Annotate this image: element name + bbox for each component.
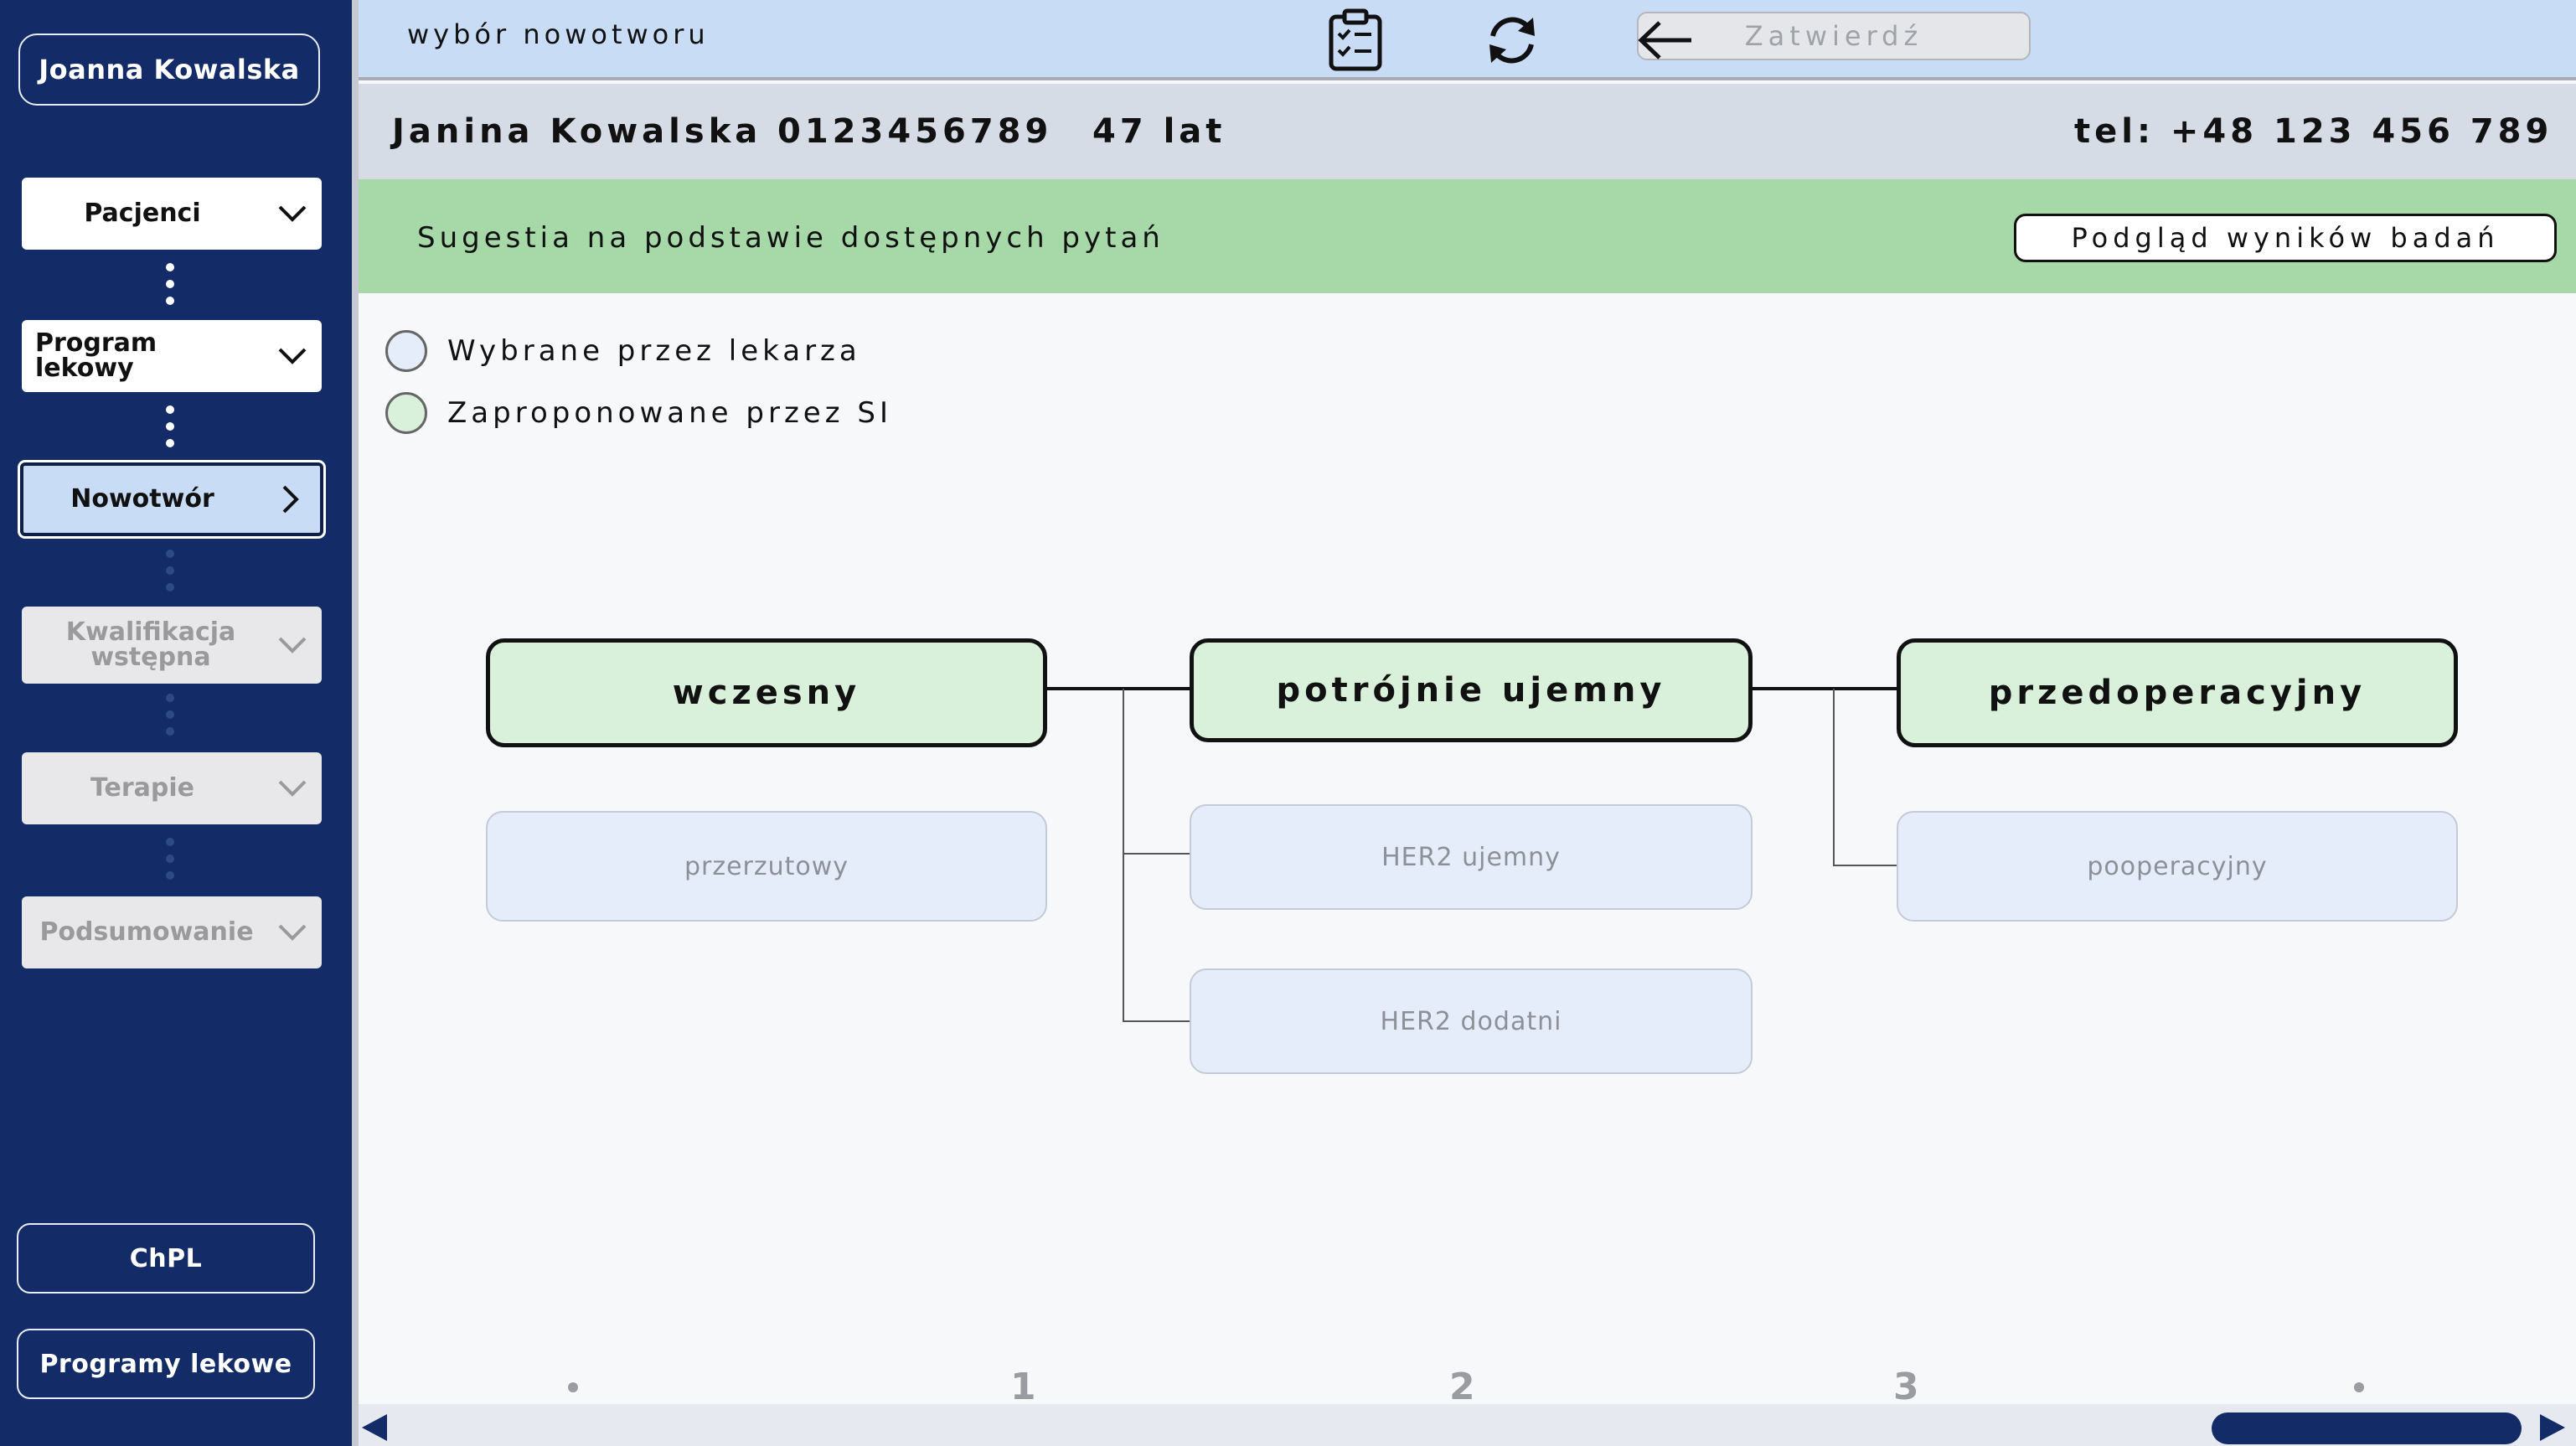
sidebar-item-label: Pacjenci bbox=[84, 199, 201, 228]
legend-label: Wybrane przez lekarza bbox=[447, 334, 861, 368]
view-results-button[interactable]: Podgląd wyników badań bbox=[2014, 214, 2557, 262]
sidebar-item-summary[interactable]: Podsumowanie bbox=[22, 896, 322, 968]
chpl-button[interactable]: ChPL bbox=[17, 1223, 315, 1294]
branch-line bbox=[1833, 689, 1835, 866]
legend-swatch bbox=[385, 330, 427, 372]
suggestion-bar: Sugestia na podstawie dostępnych pytań P… bbox=[359, 179, 2576, 293]
patient-id: 0123456789 bbox=[777, 112, 1053, 151]
scroll-left-icon[interactable] bbox=[362, 1414, 387, 1441]
tree-option-metastatic[interactable]: przerzutowy bbox=[486, 811, 1047, 922]
branch-line bbox=[1123, 1020, 1193, 1022]
user-account-button[interactable]: Joanna Kowalska bbox=[18, 34, 320, 106]
tree-option-postoperative[interactable]: pooperacyjny bbox=[1897, 811, 2458, 922]
page-dot[interactable] bbox=[568, 1382, 578, 1392]
connector-line bbox=[1045, 687, 1191, 690]
sidebar-item-cancer[interactable]: Nowotwór bbox=[18, 460, 326, 539]
chevron-down-icon bbox=[263, 178, 322, 250]
chevron-down-icon bbox=[263, 896, 322, 968]
top-bar: wybór nowotworu Zatwierdź bbox=[359, 0, 2576, 80]
step-connector bbox=[166, 405, 174, 447]
sidebar-item-patients[interactable]: Pacjenci bbox=[22, 178, 322, 250]
refresh-icon[interactable] bbox=[1479, 7, 1546, 74]
patient-phone: tel: +48 123 456 789 bbox=[2074, 112, 2553, 151]
step-connector bbox=[166, 694, 174, 736]
page-step-1[interactable]: 1 bbox=[1010, 1366, 1036, 1408]
sidebar-item-drug-program[interactable]: Program lekowy bbox=[22, 320, 322, 392]
sidebar-item-qualification[interactable]: Kwalifikacja wstępna bbox=[22, 607, 322, 684]
chevron-down-icon bbox=[263, 752, 322, 824]
legend-label: Zaproponowane przez SI bbox=[447, 396, 892, 430]
tree-node-early[interactable]: wczesny bbox=[486, 638, 1047, 747]
step-connector bbox=[166, 550, 174, 591]
sidebar-divider bbox=[352, 0, 359, 1446]
page-step-3[interactable]: 3 bbox=[1893, 1366, 1919, 1408]
scrollbar-thumb[interactable] bbox=[2212, 1412, 2522, 1444]
tree-node-preoperative[interactable]: przedoperacyjny bbox=[1897, 638, 2458, 747]
page-dot[interactable] bbox=[2354, 1382, 2364, 1392]
page-step-2[interactable]: 2 bbox=[1449, 1366, 1475, 1408]
sidebar-item-label: Kwalifikacja wstępna bbox=[65, 617, 236, 672]
branch-line bbox=[1833, 865, 1898, 866]
step-connector bbox=[166, 263, 174, 305]
chevron-down-icon bbox=[263, 320, 322, 392]
horizontal-scrollbar[interactable] bbox=[359, 1404, 2576, 1446]
legend-doctor: Wybrane przez lekarza bbox=[385, 330, 861, 372]
legend-ai: Zaproponowane przez SI bbox=[385, 392, 892, 434]
back-arrow-icon[interactable] bbox=[1632, 7, 1699, 74]
chevron-right-icon bbox=[261, 463, 320, 535]
sidebar-item-therapies[interactable]: Terapie bbox=[22, 752, 322, 824]
confirm-button[interactable]: Zatwierdź bbox=[1637, 12, 2031, 60]
legend-swatch bbox=[385, 392, 427, 434]
suggestion-text: Sugestia na podstawie dostępnych pytań bbox=[417, 221, 1164, 255]
scroll-right-icon[interactable] bbox=[2540, 1414, 2565, 1441]
sidebar-item-label: Terapie bbox=[90, 773, 194, 803]
patient-age: 47 lat bbox=[1092, 112, 1226, 151]
sidebar-item-label: Nowotwór bbox=[70, 484, 214, 514]
patient-info-bar: Janina Kowalska 0123456789 47 lat tel: +… bbox=[359, 84, 2576, 179]
sidebar-item-label: Program lekowy bbox=[35, 328, 157, 383]
tree-option-her2-negative[interactable]: HER2 ujemny bbox=[1190, 804, 1753, 910]
drug-programs-button[interactable]: Programy lekowe bbox=[17, 1329, 315, 1399]
step-connector bbox=[166, 838, 174, 880]
clipboard-checklist-icon[interactable] bbox=[1322, 7, 1389, 74]
patient-name: Janina Kowalska bbox=[392, 112, 762, 151]
branch-line bbox=[1123, 689, 1124, 1022]
tree-node-triple-negative[interactable]: potrójnie ujemny bbox=[1190, 638, 1753, 742]
sidebar-item-label: Podsumowanie bbox=[39, 917, 254, 947]
page-title: wybór nowotworu bbox=[407, 18, 710, 50]
connector-line bbox=[1751, 687, 1898, 690]
tree-option-her2-positive[interactable]: HER2 dodatni bbox=[1190, 968, 1753, 1074]
chevron-down-icon bbox=[263, 609, 322, 681]
branch-line bbox=[1123, 853, 1193, 855]
